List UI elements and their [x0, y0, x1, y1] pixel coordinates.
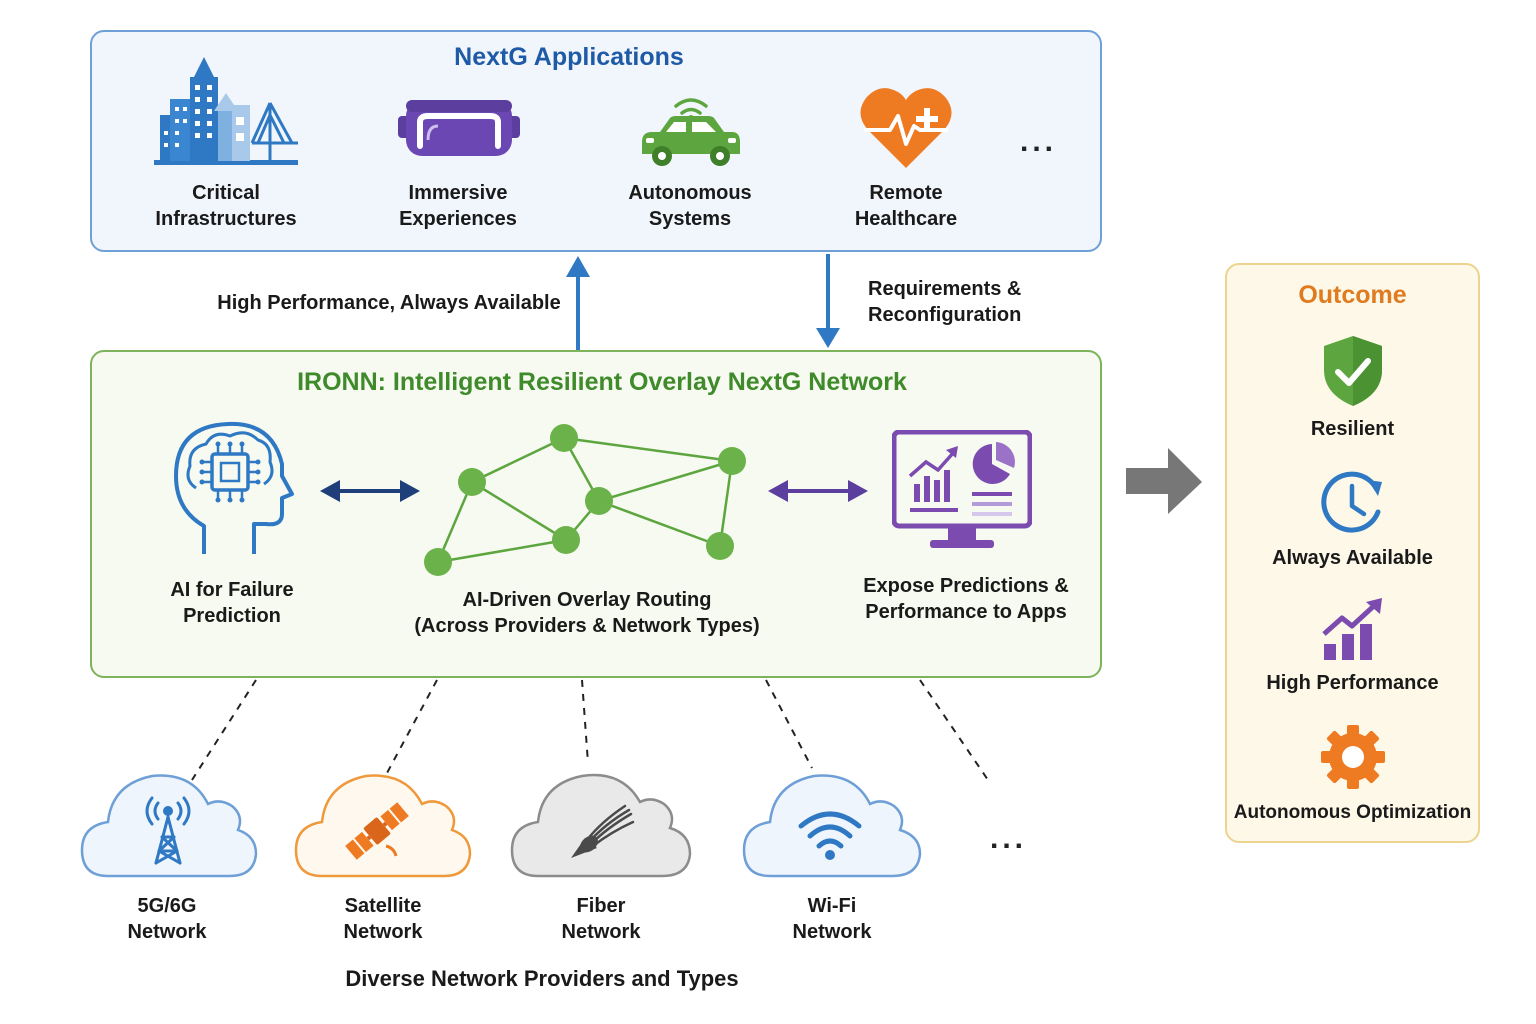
- apps-title: NextG Applications: [454, 43, 684, 71]
- expose-predictions-label: Expose Predictions &Performance to Apps: [863, 575, 1069, 623]
- vr-headset-icon: [398, 96, 520, 160]
- heart-health-icon: [860, 86, 952, 170]
- overlay-graph-icon: [420, 420, 756, 580]
- outcome-title: Outcome: [1298, 281, 1407, 309]
- networks-more-ellipsis: ...: [990, 822, 1028, 855]
- outcome-always-available: Always Available: [1272, 547, 1433, 569]
- down-flow-label: Requirements &Reconfiguration: [868, 278, 1022, 326]
- bidirectional-arrow-left: [320, 478, 420, 504]
- networks-caption: Diverse Network Providers and Types: [345, 966, 739, 991]
- satellite-icon: [342, 798, 412, 864]
- network-dashed-links: [191, 679, 989, 781]
- up-arrow: [566, 256, 590, 350]
- up-flow-label: High Performance, Always Available: [217, 292, 561, 314]
- shield-check-icon: [1320, 334, 1386, 408]
- outcome-resilient: Resilient: [1310, 418, 1395, 440]
- gear-icon: [1320, 724, 1386, 790]
- bidirectional-arrow-right: [768, 478, 868, 504]
- overlay-routing-label: AI-Driven Overlay Routing(Across Provide…: [414, 589, 760, 637]
- wifi-icon: [797, 808, 863, 862]
- growth-chart-icon: [1320, 596, 1386, 662]
- autonomous-car-icon: [638, 92, 744, 168]
- city-skyline-icon: [152, 55, 300, 167]
- down-arrow: [816, 254, 840, 348]
- clock-icon: [1318, 468, 1388, 538]
- outcome-autonomous-optimization: Autonomous Optimization: [1233, 802, 1472, 823]
- fiber-optic-icon: [565, 802, 635, 862]
- cell-tower-icon: [138, 795, 198, 865]
- outcome-arrow: [1126, 448, 1202, 514]
- outcome-high-performance: High Performance: [1266, 672, 1439, 694]
- analytics-monitor-icon: [892, 430, 1032, 552]
- ironn-title: IRONN: Intelligent Resilient Overlay Nex…: [297, 368, 907, 396]
- ai-brain-icon: [168, 418, 296, 558]
- apps-more-ellipsis: ...: [1020, 125, 1058, 158]
